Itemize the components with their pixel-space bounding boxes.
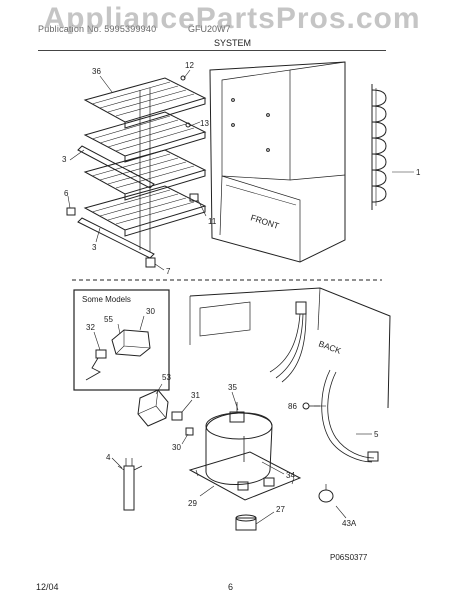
label-4: 4: [106, 453, 111, 462]
inset-title: Some Models: [82, 295, 131, 304]
label-29: 29: [188, 499, 197, 508]
label-1: 1: [416, 168, 421, 177]
drawing-code: P06S0377: [330, 553, 368, 562]
label-13: 13: [200, 119, 209, 128]
label-7: 7: [166, 267, 171, 276]
model-number: GFU20W7: [188, 24, 231, 34]
watermark: AppliancePartsPros.com: [43, 2, 421, 35]
section-title: SYSTEM: [214, 38, 252, 48]
inset-box: [73, 289, 170, 391]
label-6: 6: [64, 189, 69, 198]
cabinet-liner: [209, 61, 346, 263]
label-12: 12: [185, 61, 194, 70]
label-11: 11: [208, 217, 217, 226]
label-3-lower: 3: [92, 243, 97, 252]
label-back: BACK: [317, 338, 342, 355]
shelf-racks: [77, 77, 207, 259]
label-32: 32: [86, 323, 95, 332]
label-35: 35: [228, 383, 237, 392]
grommet-and-clamp: [235, 484, 347, 531]
publication-number: Publication No. 5995399940: [38, 24, 157, 34]
header-rule: [38, 50, 386, 51]
label-53: 53: [162, 373, 171, 382]
label-31: 31: [191, 391, 200, 400]
evaporator-coil: [371, 84, 387, 210]
label-36: 36: [92, 67, 101, 76]
shelf-clips: [66, 75, 199, 268]
footer-date: 12/04: [36, 582, 59, 592]
label-86: 86: [288, 402, 297, 411]
footer-page-number: 6: [228, 582, 234, 592]
cabinet-back: [189, 287, 391, 409]
label-3-upper: 3: [62, 155, 67, 164]
label-27: 27: [276, 505, 285, 514]
wiring-harness: [269, 301, 379, 463]
label-34: 34: [286, 471, 295, 480]
compressor: [188, 391, 302, 501]
label-43a: 43A: [342, 519, 357, 528]
label-55: 55: [104, 315, 113, 324]
label-30: 30: [172, 443, 181, 452]
label-30-inset: 30: [146, 307, 155, 316]
label-front: FRONT: [249, 212, 280, 231]
relay-assembly: [137, 383, 194, 445]
filter-drier: [111, 457, 143, 511]
label-5: 5: [374, 430, 379, 439]
inset-relay-parts: [85, 315, 151, 381]
